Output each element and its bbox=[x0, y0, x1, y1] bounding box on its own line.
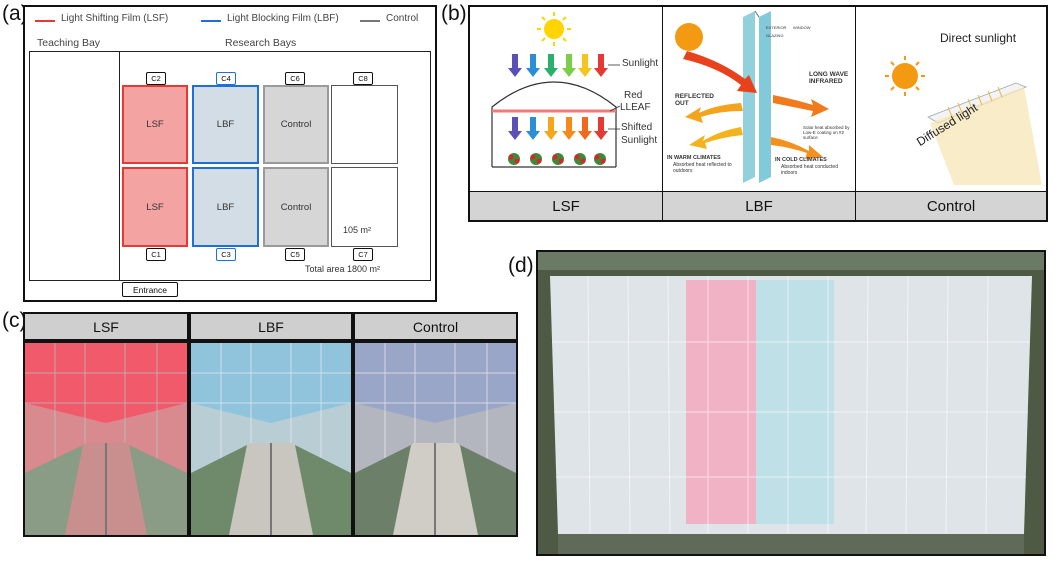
bay-tag-c8: C8 bbox=[353, 72, 373, 85]
bay-tag-c5: C5 bbox=[285, 248, 305, 261]
floorplan-outline bbox=[29, 51, 431, 281]
b-column-lbf: LBF bbox=[663, 191, 856, 220]
warm-climate-arrow bbox=[689, 127, 743, 149]
bay-divider bbox=[119, 51, 120, 281]
total-area-label: Total area 1800 m² bbox=[305, 264, 381, 274]
aerial-greenhouse-photo bbox=[536, 250, 1046, 556]
lsf-lleaf-label: LLEAF bbox=[620, 102, 651, 113]
panel-letter-d: (d) bbox=[508, 254, 534, 277]
sun-rays bbox=[885, 56, 925, 96]
bay-area-label: 105 m² bbox=[343, 225, 372, 235]
sun-icon bbox=[892, 63, 918, 89]
lbf-long-wave-label: LONG WAVE INFRARED bbox=[809, 71, 849, 86]
bay-label: LSF bbox=[146, 119, 164, 130]
research-bays-heading: Research Bays bbox=[225, 37, 297, 49]
bay-tag-c7: C7 bbox=[353, 248, 373, 261]
legend-control-swatch bbox=[360, 20, 380, 22]
teaching-bay-heading: Teaching Bay bbox=[37, 37, 101, 49]
lbf-warm-label: IN WARM CLIMATES bbox=[667, 155, 721, 161]
entrance-label: Entrance bbox=[122, 282, 178, 297]
legend-lsf-label: Light Shifting Film (LSF) bbox=[61, 13, 169, 24]
shifted-arrows bbox=[508, 117, 608, 140]
sunlight-arrows bbox=[508, 54, 608, 77]
b-column-control: Control bbox=[856, 191, 1046, 220]
bay-label: LBF bbox=[216, 119, 235, 130]
greenhouse-dome bbox=[491, 81, 617, 167]
bay-c1-lsf: LSF bbox=[122, 167, 188, 247]
bay-tag-c1: C1 bbox=[146, 248, 166, 261]
bay-c7-empty bbox=[331, 167, 398, 247]
panel-b-films: Sunlight Red LLEAF Shifted Sunlight EXTE… bbox=[468, 5, 1048, 222]
lbf-greenhouse-photo bbox=[189, 341, 353, 537]
svg-text:EXTERIOR: EXTERIOR bbox=[766, 25, 787, 30]
panel-a-floorplan: Light Shifting Film (LSF) Light Blocking… bbox=[23, 5, 437, 302]
c-column-lbf: LBF bbox=[189, 312, 353, 341]
plant-icons bbox=[508, 153, 606, 165]
lsf-greenhouse-photo bbox=[23, 341, 189, 537]
cold-climate-arrow bbox=[771, 137, 823, 159]
lsf-illustration: Sunlight Red LLEAF Shifted Sunlight bbox=[470, 7, 663, 191]
svg-text:GLAZING: GLAZING bbox=[766, 33, 784, 38]
bay-label: Control bbox=[280, 201, 312, 213]
glass-pane-outer bbox=[743, 11, 755, 183]
bay-c4-lbf: LBF bbox=[192, 85, 259, 164]
lbf-illustration: EXTERIOR GLAZING WINDOW REFLECTED OUT LO… bbox=[663, 7, 856, 191]
long-wave-arrow bbox=[773, 95, 829, 117]
bay-tag-c3: C3 bbox=[216, 248, 236, 261]
panel-letter-c: (c) bbox=[2, 309, 27, 332]
sun-icon bbox=[537, 12, 571, 46]
legend-lsf-swatch bbox=[35, 20, 55, 22]
bay-tag-c6: C6 bbox=[285, 72, 305, 85]
glass-pane-inner bbox=[759, 11, 771, 183]
bay-c5-control: Control bbox=[263, 167, 329, 247]
bay-label: LBF bbox=[216, 201, 235, 213]
panel-letter-a: (a) bbox=[2, 2, 28, 25]
control-illustration: Direct sunlight Diffused light bbox=[856, 7, 1046, 191]
sun-icon bbox=[675, 23, 703, 51]
lsf-sunlight-label: Sunlight bbox=[622, 58, 659, 69]
control-direct-label: Direct sunlight bbox=[940, 31, 1017, 45]
bay-tag-c4: C4 bbox=[216, 72, 236, 85]
lbf-diagram: EXTERIOR GLAZING WINDOW bbox=[675, 10, 829, 183]
incoming-heat-arrow bbox=[683, 51, 757, 93]
b-column-lsf: LSF bbox=[470, 191, 663, 220]
bay-c2-lsf: LSF bbox=[122, 85, 188, 164]
legend-control-label: Control bbox=[386, 13, 419, 24]
c-column-control: Control bbox=[353, 312, 518, 341]
bay-c6-control: Control bbox=[263, 85, 329, 164]
lsf-red-label: Red bbox=[624, 90, 643, 101]
legend-lbf-swatch bbox=[201, 20, 221, 22]
legend-lbf-label: Light Blocking Film (LBF) bbox=[227, 13, 339, 24]
bay-label: Control bbox=[280, 119, 312, 130]
bay-label: LSF bbox=[146, 201, 164, 213]
bay-c3-lbf: LBF bbox=[192, 167, 259, 247]
panel-letter-b: (b) bbox=[441, 2, 467, 25]
lbf-cold-label: IN COLD CLIMATES bbox=[775, 157, 827, 163]
control-diagram bbox=[885, 56, 1042, 185]
svg-text:WINDOW: WINDOW bbox=[793, 25, 811, 30]
lsf-shifted-label: Shifted bbox=[621, 122, 653, 133]
lbf-reflected-label: REFLECTED OUT bbox=[675, 93, 714, 108]
bay-tag-c2: C2 bbox=[146, 72, 166, 85]
c-column-lsf: LSF bbox=[23, 312, 189, 341]
lsf-shifted-sunlight-label: Sunlight bbox=[621, 135, 658, 146]
lsf-diagram bbox=[491, 12, 621, 168]
bay-c8-empty bbox=[331, 85, 398, 164]
control-greenhouse-photo bbox=[353, 341, 518, 537]
reflected-arrow bbox=[685, 103, 743, 123]
light-rays bbox=[947, 86, 1003, 118]
lbf-warm-sub: Absorbed heat reflected to outdoors bbox=[673, 162, 732, 174]
glass-sheet bbox=[927, 82, 1028, 124]
diffused-light-area bbox=[930, 87, 1042, 185]
lbf-cold-sub: Absorbed heat conducted indoors bbox=[781, 164, 838, 176]
lbf-solar-label: Solar heat absorbed by Low-E coating on … bbox=[803, 125, 850, 141]
